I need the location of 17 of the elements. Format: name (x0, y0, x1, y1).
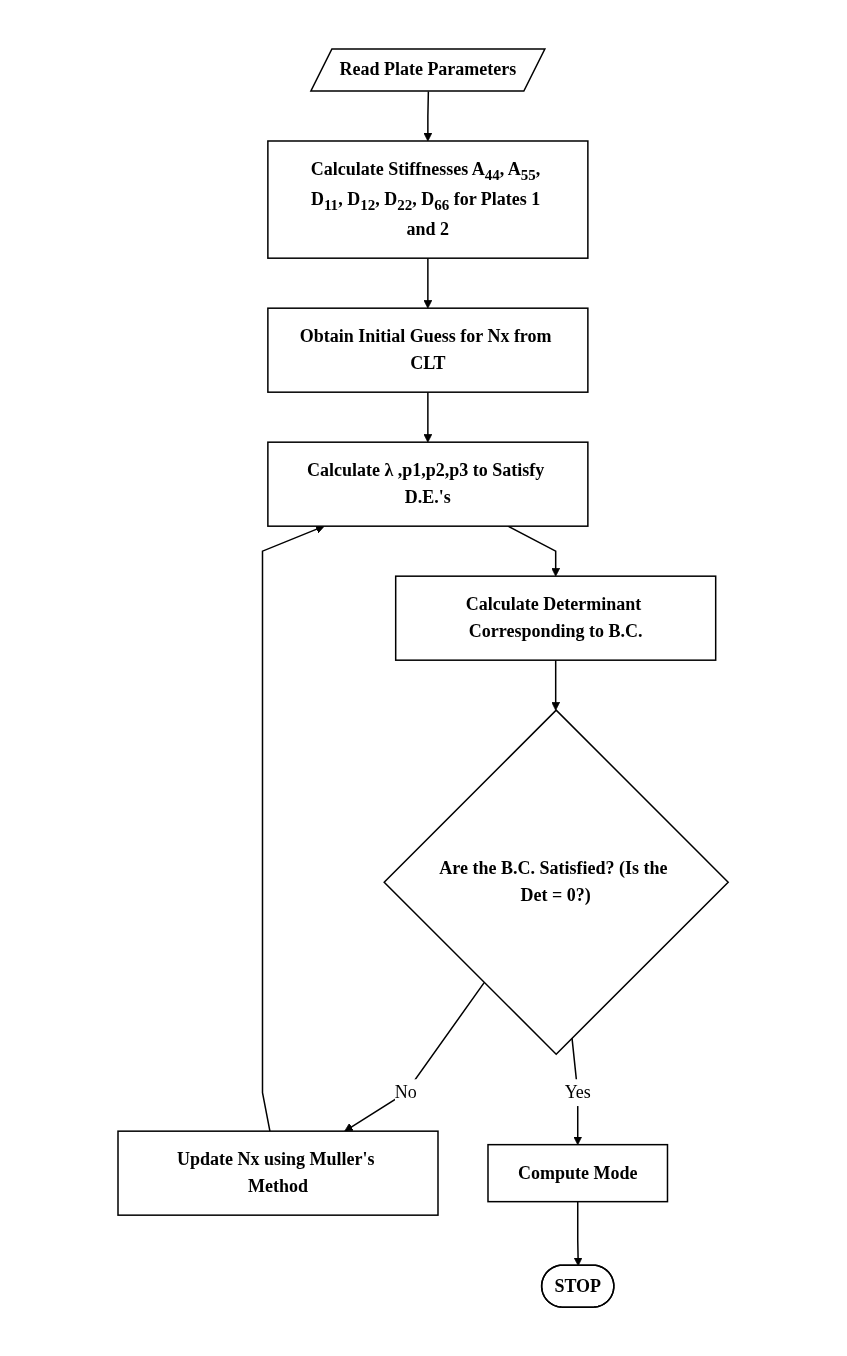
node-box: Calculate Stiffnesses A$_{44}$, A$_{55}$, D$_{11}$, D$_{12}$, D$_{22}$, D$_{66}$ for Plates 1 and 2 (267, 140, 589, 259)
arrow (344, 981, 486, 1132)
node-box: Update Nx using Muller's Method (117, 1130, 440, 1216)
node-box: Obtain Initial Guess for Nx from CLT (267, 307, 589, 393)
arrow (574, 1200, 583, 1266)
node-box: Compute Mode (487, 1143, 669, 1203)
arrow (423, 391, 433, 443)
node-box: Calculate Determinant Corresponding to B.C. (395, 575, 717, 661)
arrow (262, 525, 325, 1132)
arrow (507, 525, 561, 577)
edge-label: No (395, 1082, 418, 1103)
node-box: Calculate λ ,p1,p2,p3 to Satisfy D.E.'s (267, 441, 589, 527)
arrow (423, 257, 433, 309)
node-diamond: Are the B.C. Satisfied? (Is the Det = 0?) (383, 709, 730, 1056)
edge-label: Yes (565, 1082, 592, 1103)
arrow (423, 90, 433, 142)
arrow (551, 659, 561, 711)
